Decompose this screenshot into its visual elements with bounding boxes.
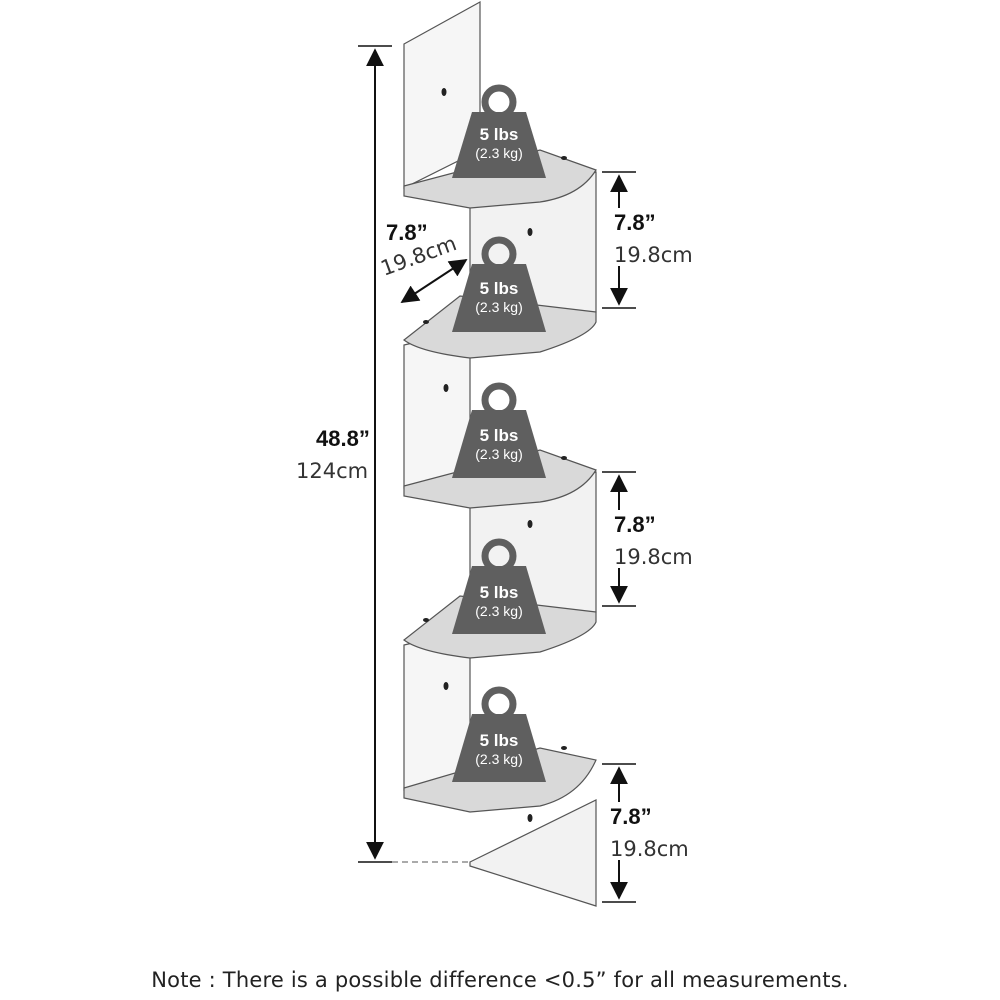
weight-icon-4: 5 lbs (2.3 kg) (452, 538, 546, 634)
weight-icon-1: 5 lbs (2.3 kg) (452, 84, 546, 178)
weight-5-lbs: 5 lbs (480, 731, 519, 750)
weight-icon-5: 5 lbs (2.3 kg) (452, 686, 546, 782)
weight-3-kg: (2.3 kg) (475, 446, 522, 462)
weight-4-lbs: 5 lbs (480, 583, 519, 602)
weight-1-kg: (2.3 kg) (475, 145, 522, 161)
spacing-dimension-bottom: 7.8” 19.8cm (602, 763, 698, 903)
spacing-bottom-in: 7.8” (610, 804, 652, 829)
spacing-top-cm: 19.8cm (614, 243, 693, 267)
weight-2-lbs: 5 lbs (480, 279, 519, 298)
weight-icon-3: 5 lbs (2.3 kg) (452, 382, 546, 478)
spacing-bottom-cm: 19.8cm (610, 837, 689, 861)
weight-2-kg: (2.3 kg) (475, 299, 522, 315)
shelf-depth-in: 7.8” (386, 220, 428, 245)
overall-height-in: 48.8” (316, 426, 370, 451)
spacing-top-in: 7.8” (614, 210, 656, 235)
overall-height-cm: 124cm (296, 459, 368, 483)
shelf-3 (403, 449, 597, 509)
shelf-1 (403, 149, 597, 209)
weight-3-lbs: 5 lbs (480, 426, 519, 445)
measurement-note: Note : There is a possible difference <0… (151, 968, 849, 992)
spacing-dimension-top: 7.8” 19.8cm (602, 171, 698, 309)
weight-1-lbs: 5 lbs (480, 125, 519, 144)
spacing-middle-cm: 19.8cm (614, 545, 693, 569)
weight-4-kg: (2.3 kg) (475, 603, 522, 619)
spacing-dimension-middle: 7.8” 19.8cm (602, 471, 698, 607)
shelf-depth-dimension: 7.8” 19.8cm (378, 220, 468, 303)
screw-holes (423, 88, 567, 822)
back-panel-6 (469, 799, 597, 907)
overall-height-dimension: 48.8” 124cm (296, 45, 470, 863)
weight-5-kg: (2.3 kg) (475, 751, 522, 767)
spacing-middle-in: 7.8” (614, 512, 656, 537)
weight-icon-2: 5 lbs (2.3 kg) (452, 236, 546, 332)
